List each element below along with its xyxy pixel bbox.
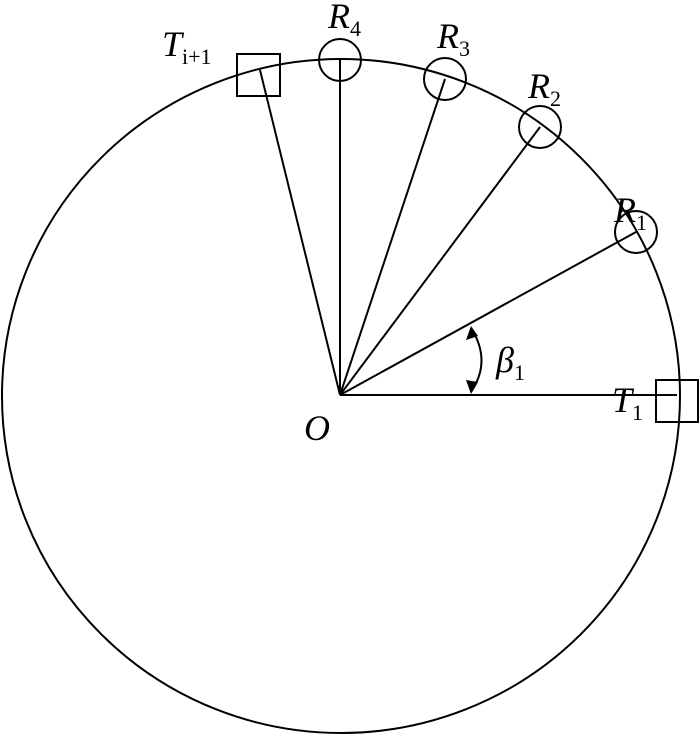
- receiver-R1: [614, 210, 658, 254]
- label-beta: β1: [495, 340, 525, 385]
- receiver-R2: [518, 105, 562, 149]
- transmitter-T1: [655, 379, 699, 423]
- receiver-R4: [318, 38, 362, 82]
- radius-R1: [339, 231, 637, 396]
- label-origin: O: [304, 408, 330, 448]
- radius-R2: [339, 126, 541, 396]
- receiver-R3: [423, 57, 467, 101]
- label-R4: R4: [327, 0, 361, 41]
- label-R3: R3: [436, 16, 470, 61]
- radius-R3: [339, 78, 446, 396]
- label-R1: R1: [613, 190, 647, 235]
- label-Ti1: Ti+1: [162, 24, 212, 69]
- main-circle: [1, 58, 681, 734]
- label-R2: R2: [527, 66, 561, 111]
- transmitter-Ti1: [236, 53, 281, 97]
- radius-Ti1: [259, 69, 341, 396]
- label-T1: T1: [612, 380, 643, 425]
- arrowhead-bottom-icon: [466, 380, 478, 394]
- arrowhead-top-icon: [466, 326, 478, 340]
